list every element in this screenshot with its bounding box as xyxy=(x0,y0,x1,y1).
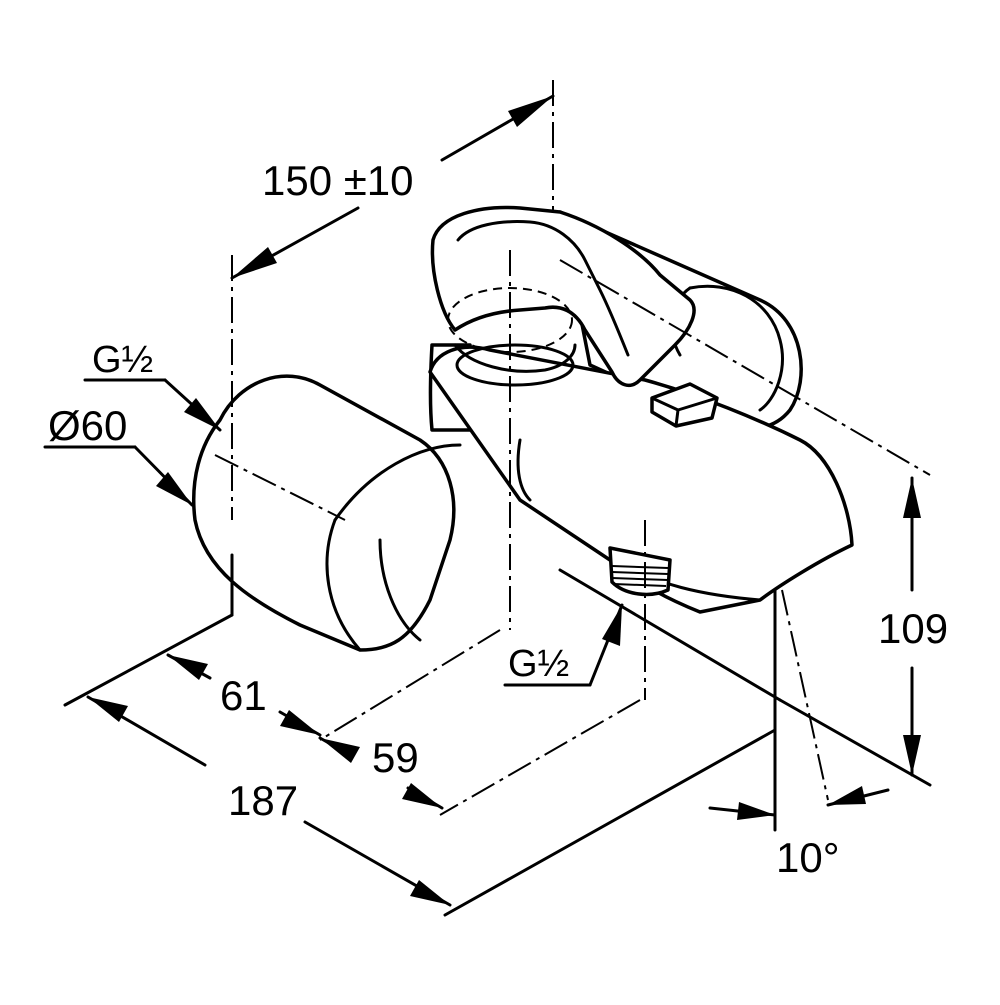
faucet-body xyxy=(191,205,854,652)
lever-handle xyxy=(430,205,696,388)
diverter-button xyxy=(650,382,719,428)
label-height: 109 xyxy=(878,605,948,652)
dimension-labels: 150 ±10 109 61 59 187 10° Ø60 G½ G½ xyxy=(48,157,948,881)
outlet-connector xyxy=(608,546,672,597)
label-outlet-thread: G½ xyxy=(508,643,569,685)
label-total-depth: 187 xyxy=(228,777,298,824)
center-lines xyxy=(214,80,931,816)
spout-body xyxy=(428,345,854,614)
label-spout-offset: 59 xyxy=(372,734,419,781)
label-outlet-depth: 61 xyxy=(220,672,267,719)
label-centers-distance: 150 ±10 xyxy=(262,157,414,204)
label-diameter: Ø60 xyxy=(48,402,127,449)
left-cylinder xyxy=(191,374,456,652)
label-inlet-thread: G½ xyxy=(92,339,153,381)
dimension-lines xyxy=(43,94,932,917)
label-angle: 10° xyxy=(776,834,840,881)
